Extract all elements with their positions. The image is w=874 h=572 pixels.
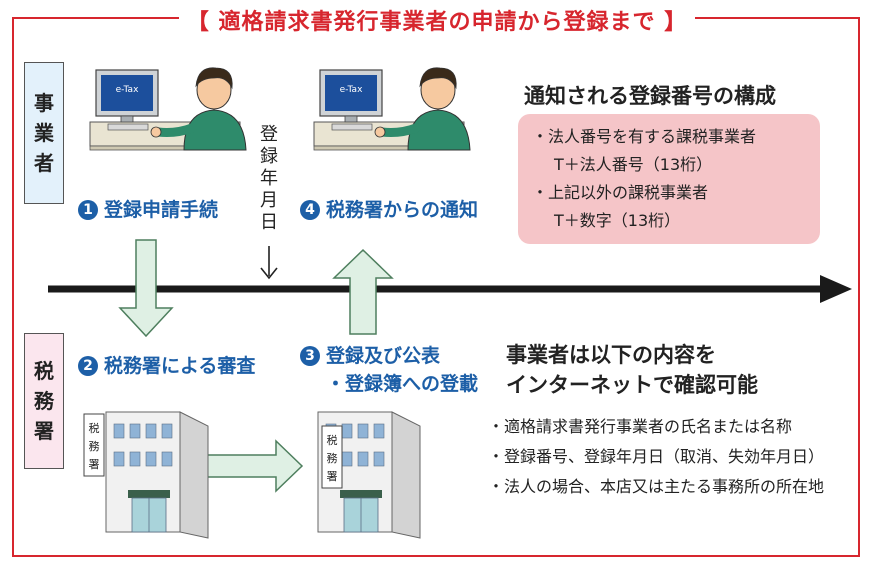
registration-date-label: 登 録 年 月 日: [260, 124, 278, 233]
svg-text:署: 署: [89, 458, 100, 471]
step-number-4: 4: [300, 200, 320, 220]
public-info-list: ・適格請求書発行事業者の氏名または名称 ・登録番号、登録年月日（取消、失効年月日…: [488, 412, 824, 502]
etax-screen-text-1: e-Tax: [116, 85, 139, 95]
svg-text:務: 務: [89, 439, 100, 453]
registration-number-box: ・法人番号を有する課税事業者 T＋法人番号（13桁） ・上記以外の課税事業者 T…: [518, 114, 820, 244]
registration-number-heading: 通知される登録番号の構成: [524, 84, 776, 108]
list-item: ・法人の場合、本店又は主たる事務所の所在地: [488, 477, 825, 496]
step-number-1: 1: [78, 200, 98, 220]
etax-screen-text-4: e-Tax: [340, 85, 363, 95]
worker-illustration-1: [90, 68, 246, 150]
tax-office-label: 税 務 署: [24, 333, 64, 469]
step-2-review: 2 税務署による審査: [78, 352, 255, 380]
step-number-2: 2: [78, 356, 98, 376]
building-sign-2: [321, 425, 343, 489]
arrow-down-to-review: [118, 239, 174, 338]
svg-text:署: 署: [327, 470, 338, 483]
building-sign-1: [83, 413, 105, 477]
svg-text:務: 務: [327, 451, 338, 465]
public-info-heading: 事業者は以下の内容を インターネットで確認可能: [506, 343, 758, 397]
business-label: 事 業 者: [24, 62, 64, 204]
svg-text:税: 税: [327, 433, 338, 447]
step-3-registration: 3 登録及び公表 ・登録簿への登載: [300, 342, 478, 398]
tax-office-building-1: [105, 411, 209, 539]
step-4-notification: 4 税務署からの通知: [300, 196, 478, 224]
timeline-arrowhead: [820, 275, 852, 303]
arrow-up-to-notice: [332, 248, 394, 335]
step-number-3: 3: [300, 346, 320, 366]
svg-text:税: 税: [89, 421, 100, 435]
list-item: ・登録番号、登録年月日（取消、失効年月日）: [488, 447, 825, 466]
list-item: ・適格請求書発行事業者の氏名または名称: [488, 417, 793, 436]
arrow-right-between-buildings: [205, 439, 304, 493]
step-1-application: 1 登録申請手続: [78, 196, 218, 224]
worker-illustration-4: [314, 68, 470, 150]
